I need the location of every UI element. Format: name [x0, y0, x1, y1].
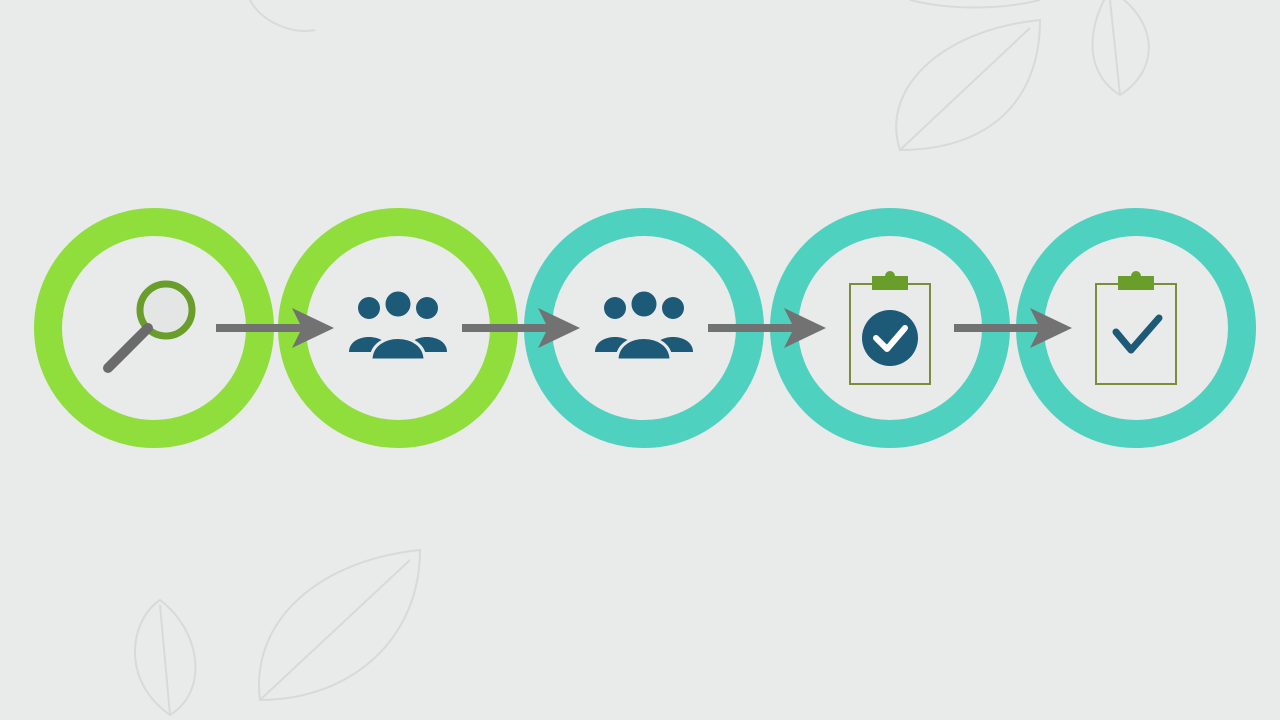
people-group-icon: [595, 288, 693, 362]
clipboard-check-icon: [1095, 271, 1177, 385]
leaf-outline-icon: [909, 0, 1041, 9]
clipboard-check-circle-icon: [849, 271, 931, 385]
leaf-outline-icon: [134, 598, 197, 717]
leaf-outline-icon: [249, 0, 316, 32]
magnifying-glass-icon: [103, 280, 196, 373]
leaf-outline-icon: [895, 18, 1042, 152]
arrow-right-icon: [216, 308, 334, 348]
leaf-outline-icon: [258, 548, 422, 702]
people-group-icon: [349, 288, 447, 362]
arrow-right-icon: [708, 308, 826, 348]
leaf-outline-icon: [1091, 0, 1150, 97]
arrow-right-icon: [462, 308, 580, 348]
arrow-right-icon: [954, 308, 1072, 348]
